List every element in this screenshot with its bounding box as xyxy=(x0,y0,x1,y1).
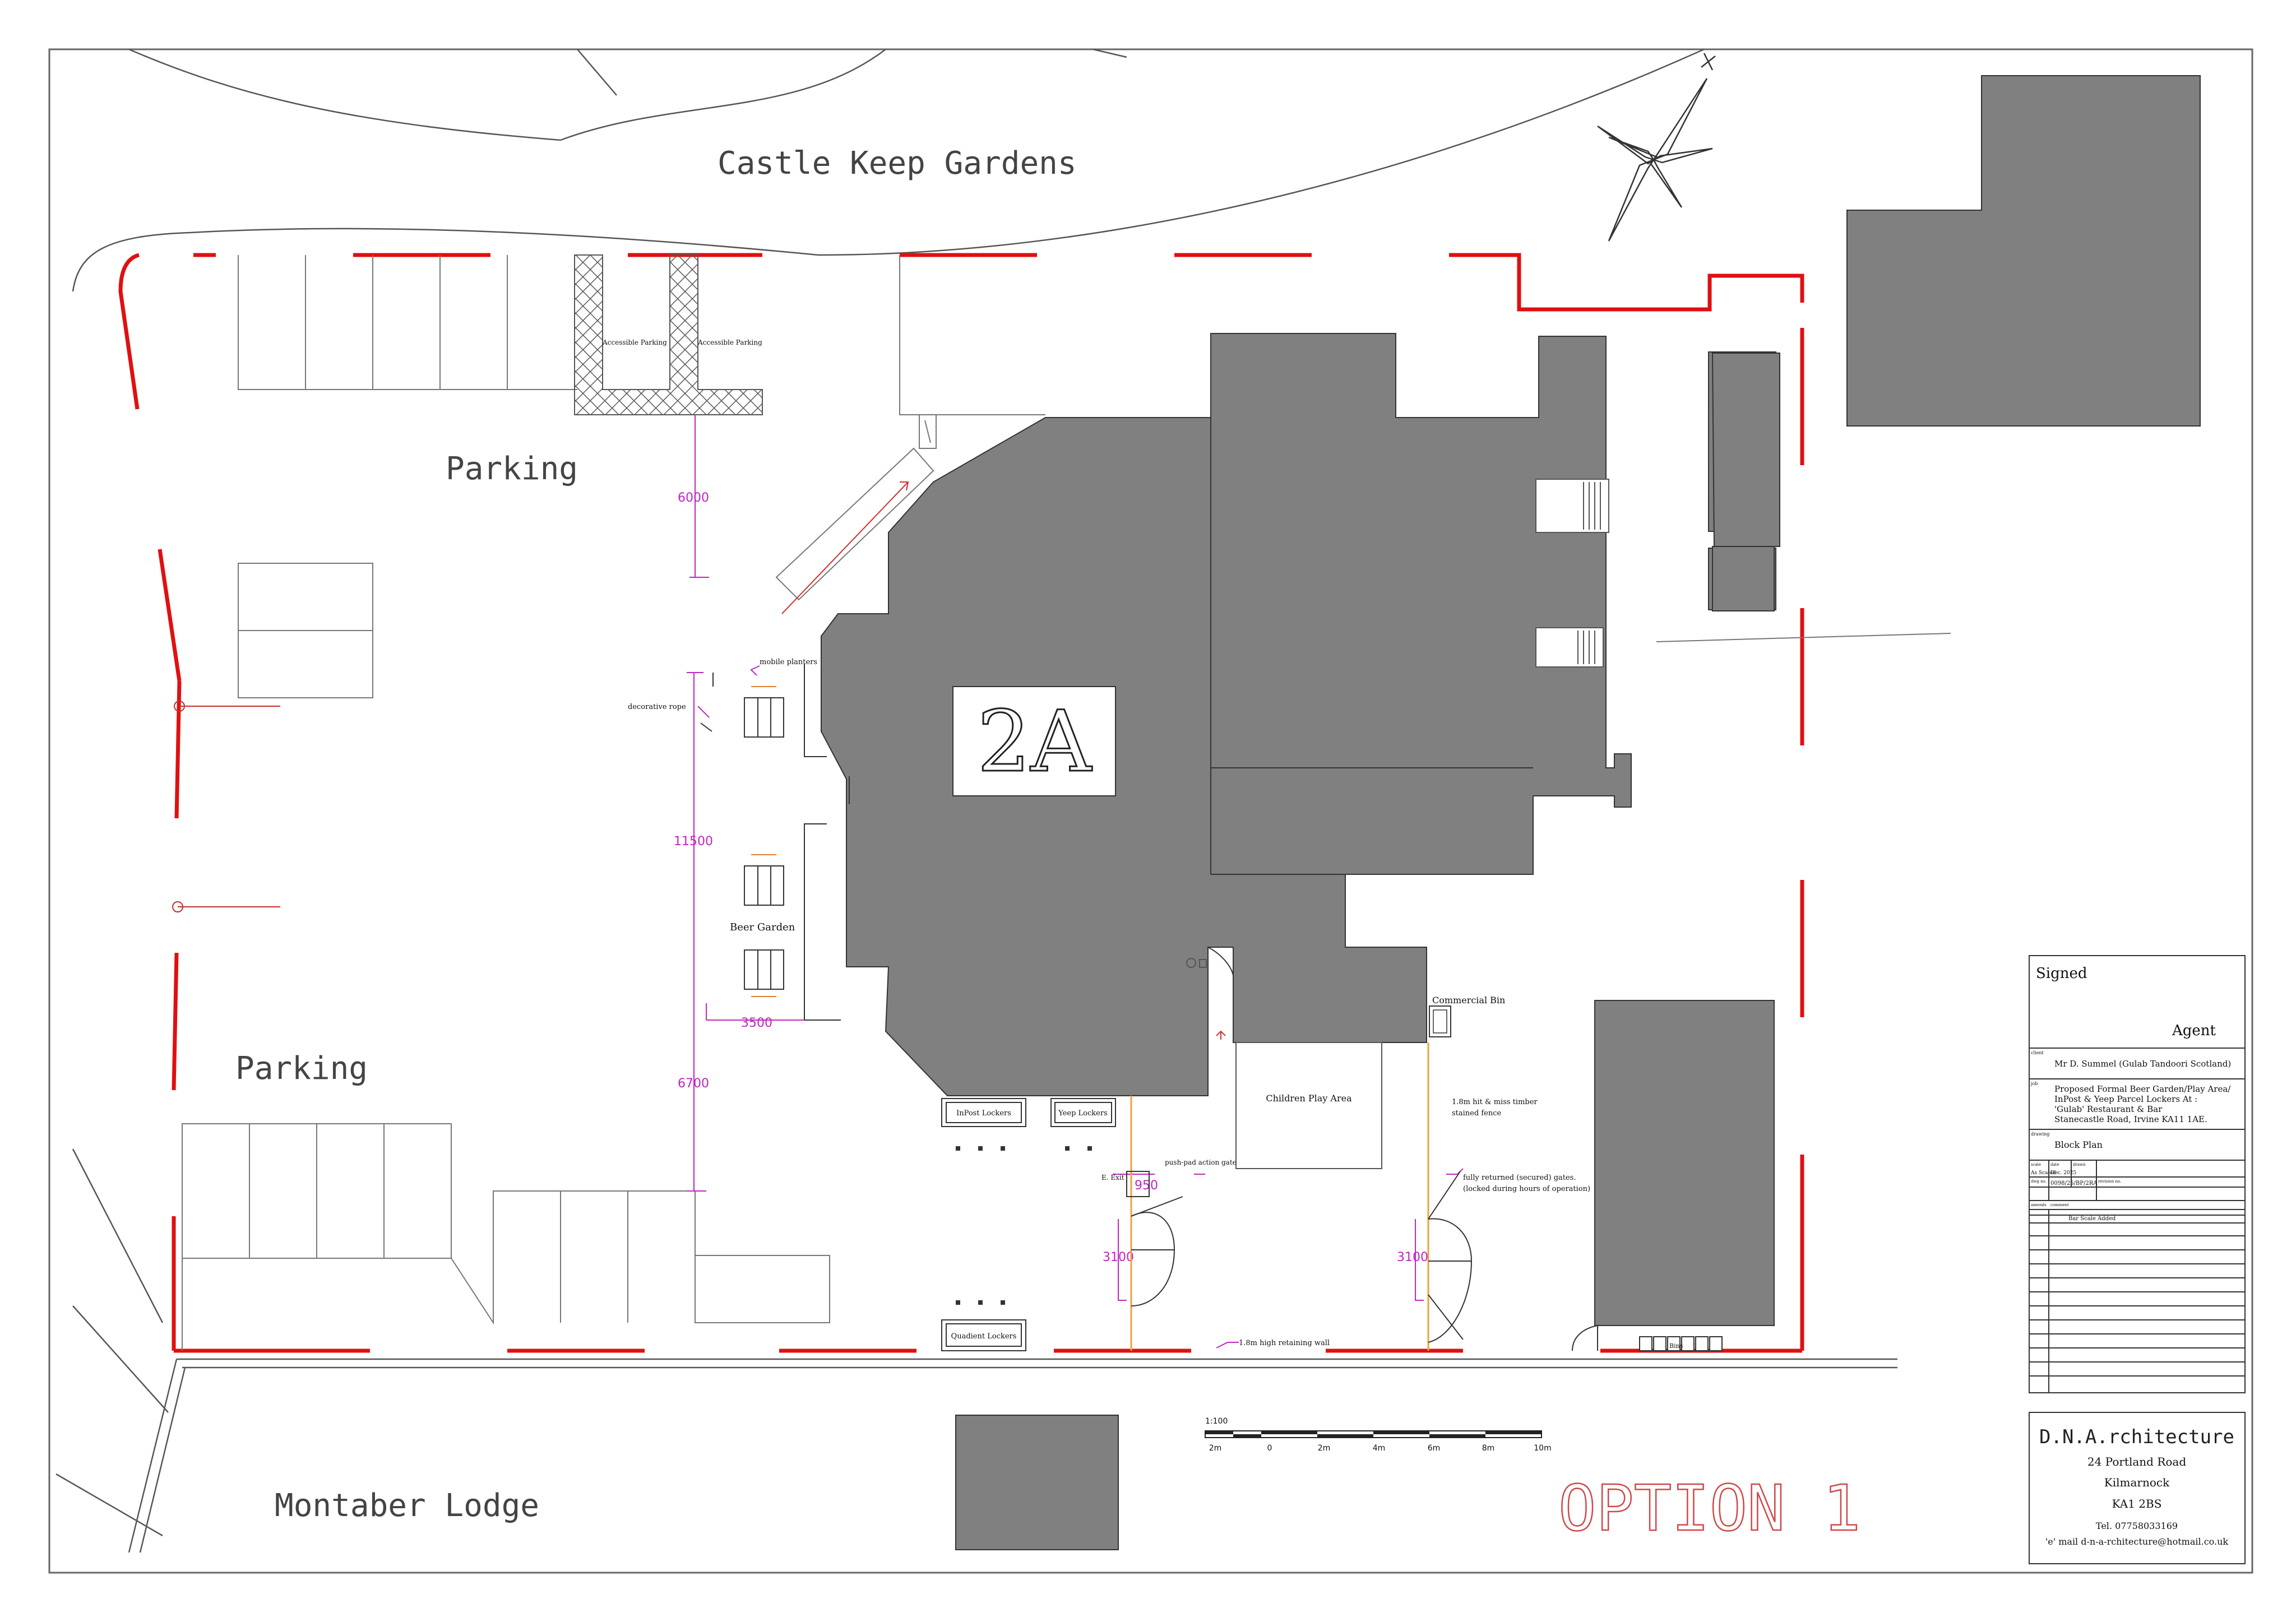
tb-job-line3: 'Gulab' Restaurant & Bar xyxy=(2054,1104,2163,1114)
scale-tick-6: 10m xyxy=(1534,1444,1551,1453)
yeep-lockers-label: Yeep Lockers xyxy=(1058,1109,1108,1118)
commercial-bin xyxy=(1429,1005,1451,1037)
title-block xyxy=(2029,955,2246,1564)
steps xyxy=(1535,479,1609,668)
tb-amend-1: Bar Scale Added xyxy=(2068,1216,2116,1222)
scale-tick-2: 2m xyxy=(1318,1444,1331,1453)
beer-garden xyxy=(700,664,850,1021)
neighbour-buildings xyxy=(1846,75,2201,427)
scale-tick-3: 4m xyxy=(1373,1444,1386,1453)
upper-outline xyxy=(775,255,1951,642)
tb-drawing: Block Plan xyxy=(2054,1139,2103,1150)
dim-11500: 11500 xyxy=(674,835,713,849)
side-buildings xyxy=(955,353,1780,1550)
dim-6700: 6700 xyxy=(678,1077,709,1091)
decorative-rope-label: decorative rope xyxy=(628,703,686,711)
tb-job-line2: InPost & Yeep Parcel Lockers At : xyxy=(2054,1094,2197,1104)
scale-tick-1: 0 xyxy=(1267,1444,1272,1453)
firm-name: D.N.A.rchitecture xyxy=(2039,1426,2234,1448)
gates-label-line2: (locked during hours of operation) xyxy=(1463,1185,1590,1193)
fences xyxy=(1130,1042,1429,1351)
parking-label-top: Parking xyxy=(446,451,578,487)
firm-tel: Tel. 07758033169 xyxy=(2096,1521,2178,1531)
dim-3500: 3500 xyxy=(741,1016,772,1030)
gates-label-line1: fully returned (secured) gates. xyxy=(1463,1174,1576,1182)
tb-job-line4: Stanecastle Road, Irvine KA11 1AE. xyxy=(2054,1114,2207,1124)
tb-scale-val: As Scaled xyxy=(2030,1170,2056,1176)
tb-client: Mr D. Summel (Gulab Tandoori Scotland) xyxy=(2054,1059,2231,1069)
montaber-road xyxy=(55,1148,1897,1553)
gates xyxy=(1126,1171,1473,1343)
scale-bar: 1:100 2m 0 2m 4m 6m 8m 10m xyxy=(1205,1417,1552,1453)
fence-label-line2: stained fence xyxy=(1452,1109,1501,1118)
beer-garden-label: Beer Garden xyxy=(730,921,795,933)
accessible-parking-label-1: Accessible Parking xyxy=(602,339,667,346)
montaber-lodge-label: Montaber Lodge xyxy=(275,1487,539,1524)
scale-tick-5: 8m xyxy=(1482,1444,1495,1453)
tb-amend-tag: amends xyxy=(2031,1203,2047,1207)
tb-date-val: Dec. 2025 xyxy=(2050,1170,2076,1176)
tb-drawn-tag: drawn xyxy=(2073,1162,2086,1167)
play-area xyxy=(1186,947,1382,1169)
firm-address-1: 24 Portland Road xyxy=(2087,1455,2186,1468)
dim-950: 950 xyxy=(1135,1179,1158,1193)
quadient-lockers-label: Quadient Lockers xyxy=(951,1332,1017,1341)
parking-bays-bottom xyxy=(182,1123,830,1351)
retaining-wall-label: 1.8m high retaining wall xyxy=(1239,1339,1330,1347)
accessible-parking: Accessible Parking Accessible Parking xyxy=(574,254,763,415)
tb-scale-tag: scale xyxy=(2031,1162,2041,1167)
unit-2a-label: 2A xyxy=(977,693,1092,791)
option-label: OPTION 1 xyxy=(1558,1472,1860,1545)
dimension-lines xyxy=(687,415,1464,1348)
unit-2a-box xyxy=(952,686,1116,796)
planter-markers xyxy=(751,686,776,997)
parking-label-bottom: Parking xyxy=(235,1050,368,1087)
firm-address-2: Kilmarnock xyxy=(2104,1476,2170,1489)
tb-date-tag: date xyxy=(2050,1162,2059,1167)
bollards xyxy=(956,1146,1092,1305)
tb-signed: Signed xyxy=(2036,965,2087,982)
scale-tick-0: 2m xyxy=(1209,1444,1222,1453)
tb-comment-tag: comment xyxy=(2050,1203,2069,1207)
castle-keep-road xyxy=(72,48,1705,292)
tb-job-tag: job xyxy=(2030,1081,2038,1086)
firm-email: 'e' mail d-n-a-rchitecture@hotmail.co.uk xyxy=(2045,1536,2229,1547)
dim-6000: 6000 xyxy=(678,491,709,505)
commercial-bin-inner xyxy=(1433,1009,1447,1034)
firm-postcode: KA1 2BS xyxy=(2112,1497,2162,1510)
site-boundary xyxy=(118,253,1804,1353)
tb-client-tag: client xyxy=(2031,1050,2044,1055)
scale-tick-4: 6m xyxy=(1428,1444,1441,1453)
tb-dwg-no: 0098/25/BP/2RA xyxy=(2050,1180,2098,1187)
e-exit-label: E. Exit xyxy=(1101,1174,1124,1181)
castle-keep-label: Castle Keep Gardens xyxy=(718,145,1077,182)
dim-3100-left: 3100 xyxy=(1103,1250,1134,1264)
fence-label-line1: 1.8m hit & miss timber xyxy=(1452,1098,1538,1106)
bins xyxy=(1572,1324,1723,1351)
tb-job-line1: Proposed Formal Beer Garden/Play Area/ xyxy=(2054,1084,2231,1094)
bins-label: Bins xyxy=(1669,1342,1683,1350)
accessible-parking-label-2: Accessible Parking xyxy=(697,339,762,346)
inpost-lockers-label: InPost Lockers xyxy=(956,1109,1011,1118)
children-play-label: Children Play Area xyxy=(1266,1093,1352,1104)
tb-agent: Agent xyxy=(2172,1022,2216,1039)
tb-dwg-no-tag: dwg no. xyxy=(2031,1179,2047,1184)
commercial-bin-label: Commercial Bin xyxy=(1432,995,1505,1005)
tb-drawing-tag: drawing xyxy=(2031,1132,2049,1137)
scale-ratio: 1:100 xyxy=(1205,1417,1228,1426)
push-pad-gate-label: push-pad action gate xyxy=(1165,1158,1237,1166)
dim-3100-right: 3100 xyxy=(1397,1250,1428,1264)
tb-rev-tag: revision no. xyxy=(2098,1179,2121,1184)
boundary-markers xyxy=(172,701,280,912)
lockers xyxy=(941,1098,1116,1351)
sheet-border xyxy=(48,48,2253,1574)
mobile-planters-label: mobile planters xyxy=(760,658,817,666)
parking-bays-top xyxy=(238,255,577,698)
north-arrow-icon xyxy=(1597,53,1716,242)
